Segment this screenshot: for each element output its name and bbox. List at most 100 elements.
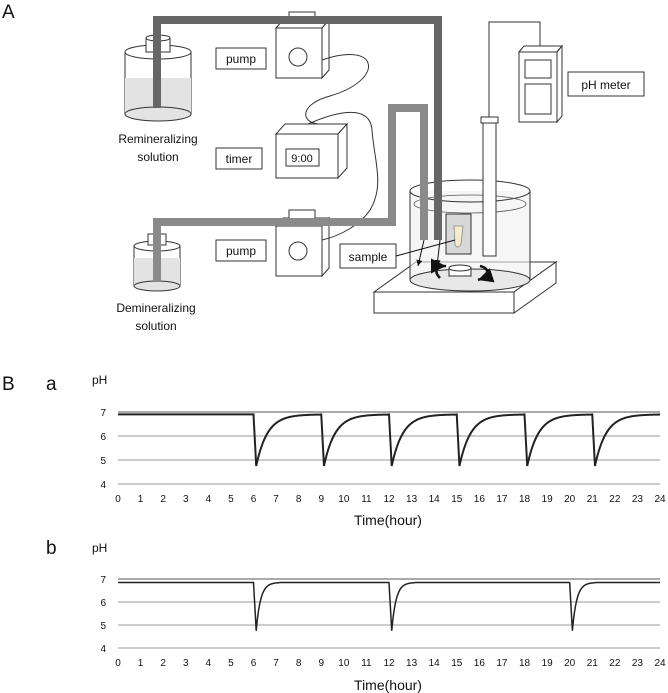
x-tick-label: 6 (251, 658, 257, 669)
x-tick-label: 17 (496, 658, 508, 669)
beaker (409, 179, 531, 292)
x-tick-label: 0 (115, 494, 121, 505)
sample-holder (445, 213, 472, 255)
x-tick-label: 0 (115, 658, 121, 669)
x-tick-label: 7 (273, 494, 279, 505)
x-tick-label: 1 (138, 658, 144, 669)
x-tick-label: 15 (451, 494, 463, 505)
y-tick-label: 6 (100, 598, 106, 609)
y-tick-label: 4 (100, 644, 106, 655)
y-tick-label: 7 (100, 408, 106, 419)
x-tick-label: 18 (519, 494, 531, 505)
chart-a-letter: a (46, 374, 57, 395)
x-tick-label: 7 (273, 658, 279, 669)
y-tick-label: 6 (100, 432, 106, 443)
stir-bar (448, 264, 472, 277)
pump-top-label: pump (226, 52, 256, 66)
remineralizing-label-line2: solution (137, 150, 178, 164)
sample-label: sample (349, 250, 388, 264)
chart-a-y-label: pH (92, 373, 107, 387)
x-tick-label: 21 (587, 658, 599, 669)
timer-label: timer (226, 152, 253, 166)
x-tick-label: 19 (542, 494, 554, 505)
x-tick-label: 22 (609, 494, 621, 505)
x-tick-label: 3 (183, 658, 189, 669)
x-tick-label: 16 (474, 658, 486, 669)
x-tick-label: 20 (564, 658, 576, 669)
x-tick-label: 23 (632, 658, 644, 669)
x-tick-label: 24 (654, 494, 666, 505)
x-tick-label: 20 (564, 494, 576, 505)
chart-b-letter: b (46, 538, 57, 559)
demineralizing-bottle (133, 233, 181, 292)
ph-electrode (480, 116, 499, 257)
y-tick-label: 5 (100, 621, 106, 632)
wire-top-pump (305, 54, 369, 125)
x-tick-label: 5 (228, 658, 234, 669)
inlet-arrow-remin (434, 239, 441, 267)
ph-meter-cable (488, 21, 541, 117)
x-tick-label: 18 (519, 658, 531, 669)
chart-b-y-label: pH (92, 541, 107, 555)
x-tick-label: 11 (361, 494, 372, 505)
ph-meter-device (517, 44, 564, 124)
x-tick-label: 15 (451, 658, 463, 669)
rotation-arrow-left (430, 258, 447, 279)
x-tick-label: 19 (542, 658, 554, 669)
x-tick-label: 2 (160, 494, 166, 505)
rotation-arrow-right (477, 264, 495, 283)
pump-top-label-box (215, 47, 267, 70)
x-tick-label: 9 (318, 494, 324, 505)
ph-meter-label: pH meter (581, 78, 630, 92)
remineralizing-tube (153, 16, 442, 240)
timer-device (274, 122, 349, 180)
demineralizing-label-line2: solution (135, 319, 176, 333)
demineralizing-tube (153, 104, 428, 282)
y-tick-label: 4 (100, 480, 106, 491)
sample-pointer (395, 239, 456, 257)
x-tick-label: 2 (160, 658, 166, 669)
ph-series-line (118, 413, 660, 467)
x-tick-label: 21 (587, 494, 599, 505)
x-tick-label: 5 (228, 494, 234, 505)
chart-a-x-label: Time(hour) (354, 512, 422, 528)
x-tick-label: 14 (429, 658, 441, 669)
wire-bottom-pump (307, 111, 379, 241)
ph-series-line (118, 581, 660, 631)
x-tick-label: 13 (406, 658, 418, 669)
y-tick-label: 7 (100, 575, 106, 586)
demineralizing-label-line1: Demineralizing (116, 301, 195, 315)
x-tick-label: 10 (338, 658, 350, 669)
x-tick-label: 3 (183, 494, 189, 505)
x-tick-label: 4 (206, 658, 212, 669)
x-tick-label: 10 (338, 494, 350, 505)
chart-b-x-label: Time(hour) (354, 677, 422, 693)
x-tick-label: 4 (206, 494, 212, 505)
panel-a-letter: A (2, 2, 15, 23)
x-tick-label: 24 (654, 658, 666, 669)
x-tick-label: 12 (383, 658, 395, 669)
x-tick-label: 11 (361, 658, 372, 669)
x-tick-label: 12 (383, 494, 395, 505)
x-tick-label: 13 (406, 494, 418, 505)
pump-bottom-label-box (215, 239, 267, 262)
remineralizing-label-line1: Remineralizing (118, 132, 197, 146)
x-tick-label: 8 (296, 494, 302, 505)
x-tick-label: 1 (138, 494, 144, 505)
panel-b-letter: B (2, 374, 15, 395)
timer-display: 9:00 (291, 153, 312, 165)
x-tick-label: 8 (296, 658, 302, 669)
x-tick-label: 22 (609, 658, 621, 669)
bottom-pump (274, 209, 331, 278)
pump-bottom-label: pump (226, 244, 256, 258)
inlet-arrow-demin (416, 239, 425, 267)
x-tick-label: 16 (474, 494, 486, 505)
x-tick-label: 9 (318, 658, 324, 669)
x-tick-label: 17 (496, 494, 508, 505)
x-tick-label: 23 (632, 494, 644, 505)
y-tick-label: 5 (100, 456, 106, 467)
ph-meter-label-box (567, 71, 645, 97)
